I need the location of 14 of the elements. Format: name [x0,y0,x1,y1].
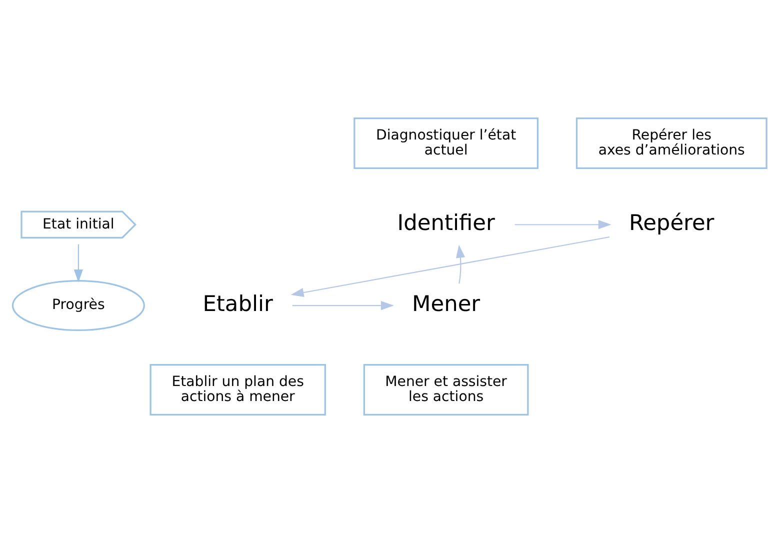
node-text: Mener [412,292,480,317]
node-text: Repérer [629,211,714,236]
arrow [456,244,466,284]
arrow [514,220,612,230]
node-box: Repérer les axes d’améliorations [576,118,768,170]
arrow [74,244,83,282]
node-text: Etablir [202,292,273,317]
node-box: Mener et assister les actions [363,364,529,416]
arrow [292,300,394,310]
node-ellipse: Progrès [12,280,145,332]
node-box: Diagnostiquer l’état actuel [354,118,538,170]
node-text: Identifier [397,211,495,236]
node-box: Etablir un plan des actions à mener [150,364,326,416]
arrow [290,236,610,298]
